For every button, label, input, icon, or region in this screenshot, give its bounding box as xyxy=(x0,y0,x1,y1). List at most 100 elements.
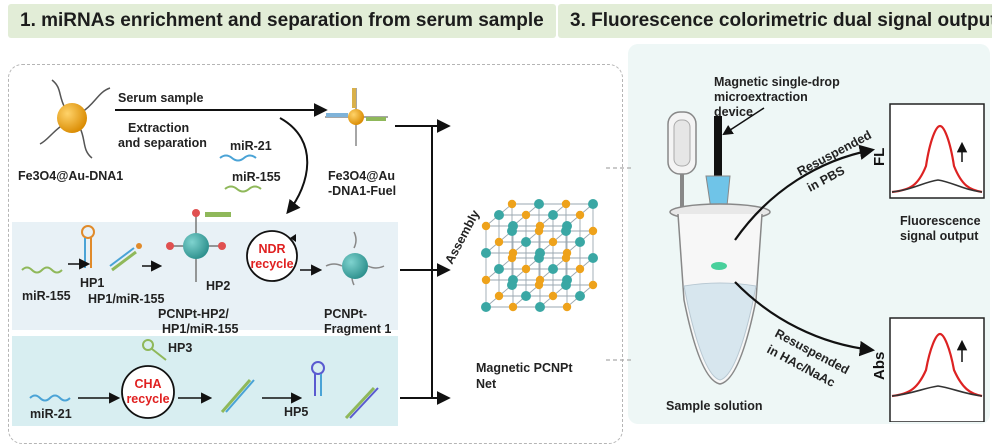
mir155-strand xyxy=(21,266,63,274)
gold-node xyxy=(494,291,504,301)
curve-arrow xyxy=(279,117,309,215)
ndr-recycle-circle xyxy=(246,230,298,282)
gold-node xyxy=(561,253,571,263)
gold-node xyxy=(548,291,558,301)
gold-node xyxy=(548,237,558,247)
teal-node xyxy=(534,253,544,263)
gold-node xyxy=(561,199,571,209)
cha-label-1: CHA xyxy=(134,377,161,391)
teal-node xyxy=(548,264,558,274)
gold-node xyxy=(507,253,517,263)
mir21-label: miR-21 xyxy=(30,407,72,421)
gold-node xyxy=(534,280,544,290)
fl-plot-frame xyxy=(889,103,985,199)
fe3o4-dna1-particle xyxy=(39,79,111,159)
teal-node xyxy=(588,199,598,209)
gold-node xyxy=(494,237,504,247)
gold-node xyxy=(521,264,531,274)
abs-plot-frame xyxy=(889,317,985,422)
fuel-particle xyxy=(325,88,388,146)
merge-line xyxy=(395,125,433,398)
fl-red-curve xyxy=(891,124,983,194)
device-label-1: Magnetic single-drop xyxy=(714,75,840,89)
teal-node xyxy=(548,210,558,220)
device-label-2: microextraction xyxy=(714,90,808,104)
gold-node xyxy=(481,275,491,285)
fragment-label-2: Fragment 1 xyxy=(324,322,391,336)
teal-node xyxy=(481,248,491,258)
teal-node xyxy=(481,302,491,312)
teal-node xyxy=(494,210,504,220)
mir155-label: miR-155 xyxy=(22,289,71,303)
gold-node xyxy=(508,302,518,312)
ndr-label-1: NDR xyxy=(258,242,285,256)
hp1-mir155-label: HP1/miR-155 xyxy=(88,292,164,306)
gold-node xyxy=(521,210,531,220)
teal-node xyxy=(507,280,517,290)
mir21-strand xyxy=(29,394,71,402)
teal-node xyxy=(521,237,531,247)
net-label-1: Magnetic PCNPt xyxy=(476,361,573,375)
fragment-label-1: PCNPt- xyxy=(324,307,367,321)
teal-node xyxy=(521,291,531,301)
gold-node xyxy=(481,221,491,231)
mir155-top-label: miR-155 xyxy=(232,170,281,184)
pcnpt-hp2-particle xyxy=(166,209,231,282)
abs-axis-label: Abs xyxy=(871,352,888,380)
assembly-label: Assembly xyxy=(442,208,482,267)
ndr-cycle-arrowhead xyxy=(290,234,296,242)
fl-black-curve xyxy=(891,179,983,193)
teal-node xyxy=(575,291,585,301)
gold-node xyxy=(562,302,572,312)
fl-axis-label: FL xyxy=(871,148,888,166)
teal-node xyxy=(507,226,517,236)
fuel-label-2: -DNA1-Fuel xyxy=(328,184,396,198)
sample-tube xyxy=(669,203,771,385)
serum-sample-label: Serum sample xyxy=(118,91,204,105)
teal-node xyxy=(494,264,504,274)
cha-duplex xyxy=(220,379,255,413)
gold-node xyxy=(575,264,585,274)
section1-header: 1. miRNAs enrichment and separation from… xyxy=(8,4,556,38)
extraction-label-1: Extraction xyxy=(128,121,189,135)
hp3-hairpin xyxy=(142,339,167,361)
fe3o4-dna1-label: Fe3O4@Au-DNA1 xyxy=(18,169,123,183)
net-label-2: Net xyxy=(476,377,497,391)
teal-node xyxy=(575,237,585,247)
device-label-3: device xyxy=(714,105,753,119)
pcnpt-hp2-label-2: HP1/miR-155 xyxy=(162,322,238,336)
hp1-mir155-duplex xyxy=(109,243,142,272)
cha-recycle-circle xyxy=(121,365,175,419)
gold-node xyxy=(588,280,598,290)
magnetic-pcnpt-net xyxy=(481,199,598,312)
extraction-label-2: and separation xyxy=(118,136,207,150)
hp5-label: HP5 xyxy=(284,405,308,419)
teal-node xyxy=(588,253,598,263)
pbs-branch-arrow xyxy=(734,144,876,241)
gold-node xyxy=(507,199,517,209)
section-connector xyxy=(606,167,632,361)
fuel-label-1: Fe3O4@Au xyxy=(328,169,395,183)
section3-header: 3. Fluorescence colorimetric dual signal… xyxy=(558,4,992,38)
hp5-duplex xyxy=(344,386,379,420)
mir155-strand-top xyxy=(224,185,262,193)
gold-node xyxy=(575,210,585,220)
device-pointer xyxy=(722,107,765,136)
hac-branch-arrow xyxy=(734,281,876,357)
fluor-label-1: Fluorescence xyxy=(900,214,981,228)
teal-node xyxy=(561,226,571,236)
cha-band xyxy=(12,336,398,426)
fragment1-particle xyxy=(325,231,385,286)
sample-solution-label: Sample solution xyxy=(666,399,763,413)
gold-node xyxy=(588,226,598,236)
hp1-label: HP1 xyxy=(80,276,104,290)
hp1-hairpin xyxy=(81,225,95,268)
fluor-label-2: signal output xyxy=(900,229,979,243)
teal-node xyxy=(534,199,544,209)
hp2-label: HP2 xyxy=(206,279,230,293)
cha-label-2: recycle xyxy=(126,392,169,406)
gold-node xyxy=(534,226,544,236)
pcnpt-hp2-label-1: PCNPt-HP2/ xyxy=(158,307,229,321)
abs-black-curve xyxy=(891,385,983,397)
hp5-hairpin xyxy=(311,361,325,396)
